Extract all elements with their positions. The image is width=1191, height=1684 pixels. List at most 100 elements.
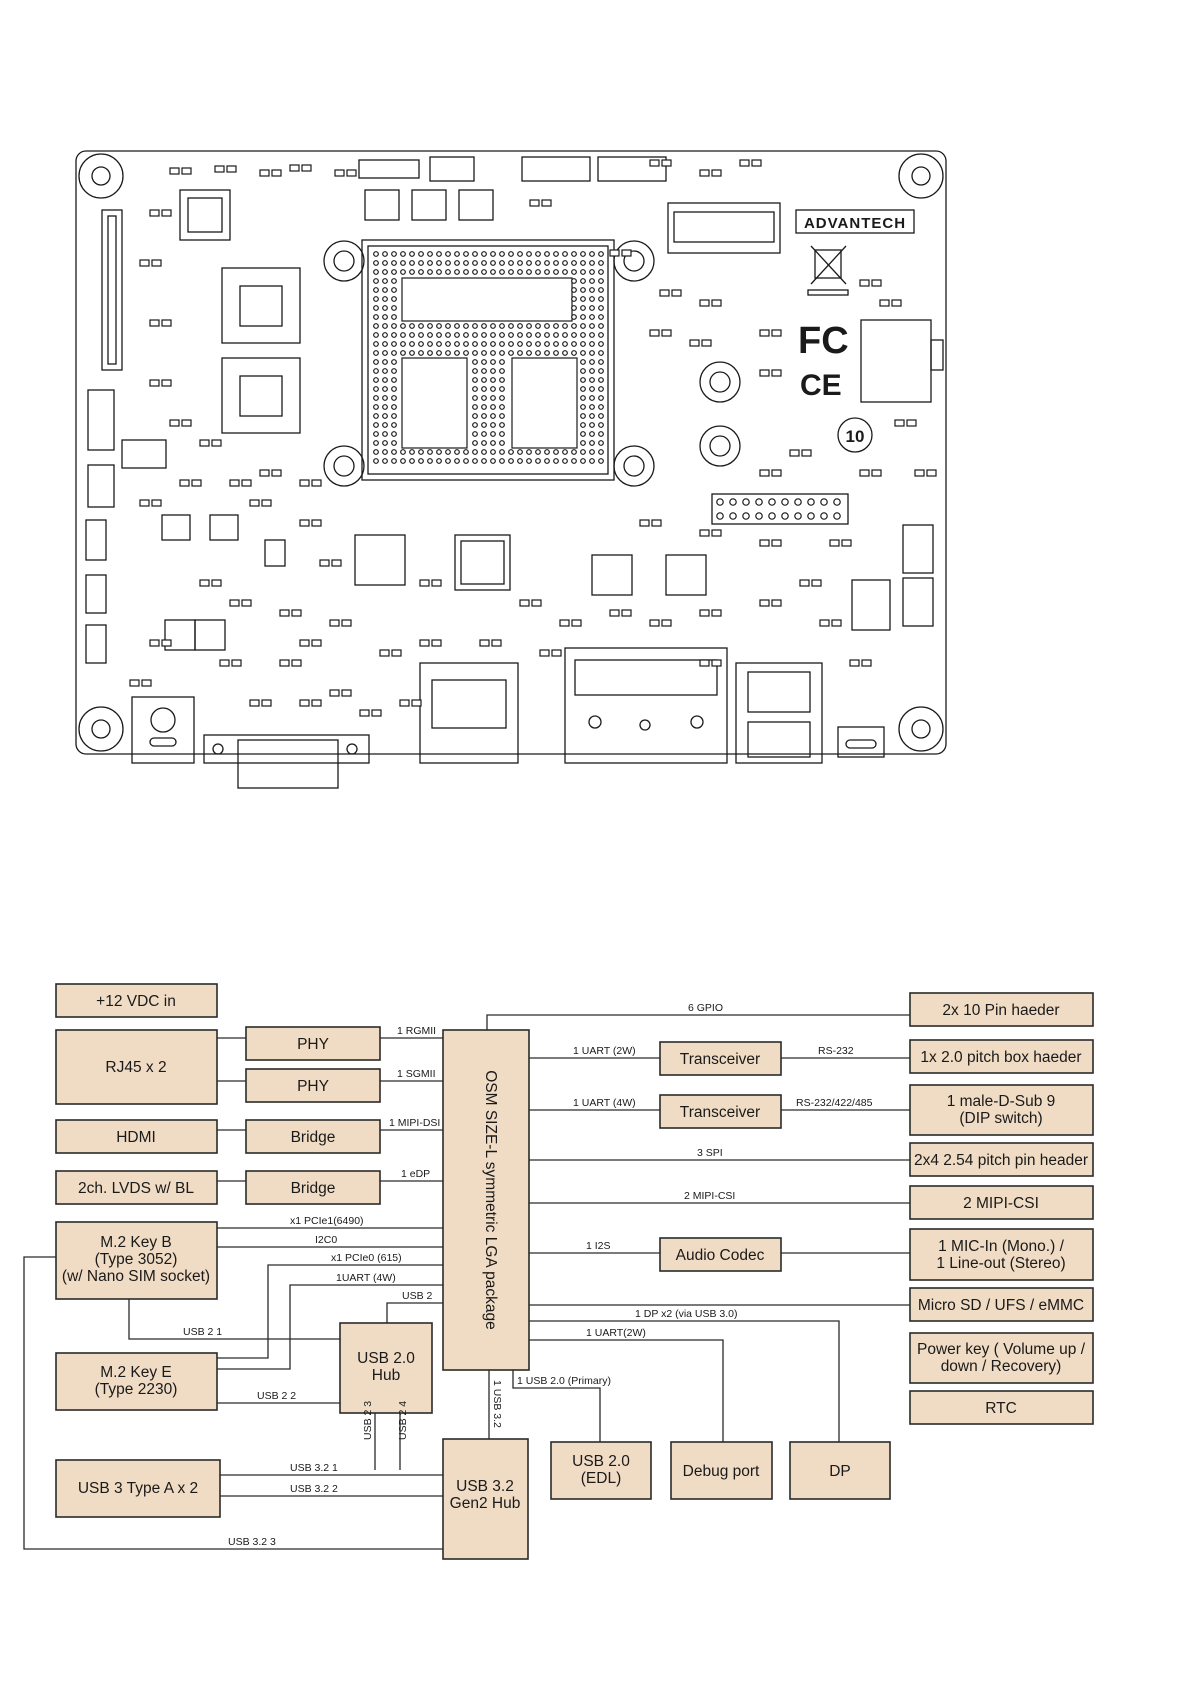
svg-text:PHY: PHY bbox=[297, 1078, 329, 1095]
label-rs485: RS-232/422/485 bbox=[796, 1097, 873, 1109]
ram-chip bbox=[222, 268, 300, 343]
label-usb322: USB 3.2 2 bbox=[290, 1483, 338, 1495]
som-lga-footprint bbox=[362, 240, 614, 480]
svg-text:DP: DP bbox=[829, 1463, 851, 1480]
svg-text:USB 2.0: USB 2.0 bbox=[572, 1453, 630, 1470]
mounting-hole-icon bbox=[79, 707, 123, 751]
block-mic-line: 1 MIC-In (Mono.) / 1 Line-out (Stereo) bbox=[910, 1229, 1093, 1280]
micro-usb-connector bbox=[838, 727, 884, 757]
svg-text:(Type 3052): (Type 3052) bbox=[95, 1251, 178, 1268]
svg-text:(DIP switch): (DIP switch) bbox=[959, 1110, 1042, 1127]
label-usb21: USB 2 1 bbox=[183, 1326, 222, 1338]
label-usb20-primary: 1 USB 2.0 (Primary) bbox=[517, 1375, 611, 1387]
label-csi: 2 MIPI-CSI bbox=[684, 1190, 735, 1202]
sim-card-slot bbox=[861, 320, 931, 402]
label-rgmii: 1 RGMII bbox=[397, 1025, 436, 1037]
svg-text:1 MIC-In (Mono.) /: 1 MIC-In (Mono.) / bbox=[938, 1238, 1064, 1255]
block-dp: DP bbox=[790, 1442, 890, 1499]
advantech-logo-text: ADVANTECH bbox=[804, 215, 906, 232]
label-usb22: USB 2 2 bbox=[257, 1390, 296, 1402]
block-usb20-hub: USB 2.0 Hub bbox=[340, 1323, 432, 1413]
dc-jack-connector bbox=[132, 697, 194, 763]
block-vdc: +12 VDC in bbox=[56, 984, 217, 1017]
label-usb24: USB 2 4 bbox=[397, 1401, 409, 1440]
svg-text:+12 VDC in: +12 VDC in bbox=[96, 993, 176, 1010]
svg-text:(Type 2230): (Type 2230) bbox=[95, 1381, 178, 1398]
block-osm-som: OSM SIZE-L symmetric LGA package bbox=[443, 1030, 529, 1370]
label-sgmii: 1 SGMII bbox=[397, 1068, 436, 1080]
label-i2c0: I2C0 bbox=[315, 1234, 337, 1246]
svg-text:RJ45 x 2: RJ45 x 2 bbox=[105, 1059, 166, 1076]
board-drawing: ADVANTECH FC CE 10 bbox=[76, 151, 946, 788]
svg-text:Transceiver: Transceiver bbox=[680, 1104, 760, 1121]
svg-text:HDMI: HDMI bbox=[116, 1129, 156, 1146]
svg-text:2x 10 Pin haeder: 2x 10 Pin haeder bbox=[942, 1002, 1059, 1019]
label-i2s: 1 I2S bbox=[586, 1240, 611, 1252]
label-uart-2w: 1 UART (2W) bbox=[573, 1045, 636, 1057]
svg-text:down / Recovery): down / Recovery) bbox=[941, 1358, 1062, 1375]
rohs-10-icon: 10 bbox=[838, 418, 872, 452]
block-phy-1: PHY bbox=[246, 1027, 380, 1060]
block-hdmi: HDMI bbox=[56, 1120, 217, 1153]
label-usb321: USB 3.2 1 bbox=[290, 1462, 338, 1474]
svg-text:2ch. LVDS w/ BL: 2ch. LVDS w/ BL bbox=[78, 1180, 194, 1197]
block-audio-codec: Audio Codec bbox=[660, 1238, 781, 1271]
fc-mark: FC bbox=[798, 320, 849, 362]
svg-text:USB 3.2: USB 3.2 bbox=[456, 1478, 514, 1495]
block-phy-2: PHY bbox=[246, 1069, 380, 1102]
block-m2-key-e: M.2 Key E (Type 2230) bbox=[56, 1353, 217, 1410]
svg-text:M.2 Key B: M.2 Key B bbox=[100, 1234, 172, 1251]
block-rtc: RTC bbox=[910, 1391, 1093, 1424]
label-spi: 3 SPI bbox=[697, 1147, 723, 1159]
block-rj45: RJ45 x 2 bbox=[56, 1030, 217, 1104]
label-rs232: RS-232 bbox=[818, 1045, 854, 1057]
label-pcie0: x1 PCIe0 (615) bbox=[331, 1252, 402, 1264]
block-lvds: 2ch. LVDS w/ BL bbox=[56, 1171, 217, 1204]
osm-som-label: OSM SIZE-L symmetric LGA package bbox=[482, 1070, 499, 1330]
svg-text:(w/ Nano SIM socket): (w/ Nano SIM socket) bbox=[62, 1268, 210, 1285]
svg-text:PHY: PHY bbox=[297, 1036, 329, 1053]
svg-text:1 Line-out (Stereo): 1 Line-out (Stereo) bbox=[936, 1255, 1065, 1272]
svg-text:Audio Codec: Audio Codec bbox=[676, 1247, 765, 1264]
svg-text:USB 3 Type A x 2: USB 3 Type A x 2 bbox=[78, 1480, 198, 1497]
svg-text:RTC: RTC bbox=[985, 1400, 1017, 1417]
label-mipi-dsi: 1 MIPI-DSI bbox=[389, 1117, 440, 1129]
label-uart-4w: 1 UART (4W) bbox=[573, 1097, 636, 1109]
svg-text:M.2 Key E: M.2 Key E bbox=[100, 1364, 172, 1381]
svg-text:2 MIPI-CSI: 2 MIPI-CSI bbox=[963, 1195, 1039, 1212]
block-2x10-pin-header: 2x 10 Pin haeder bbox=[910, 993, 1093, 1026]
block-transceiver-1: Transceiver bbox=[660, 1042, 781, 1075]
block-usb20-edl: USB 2.0 (EDL) bbox=[551, 1442, 651, 1499]
label-usb2: USB 2 bbox=[402, 1290, 433, 1302]
block-bridge-2: Bridge bbox=[246, 1171, 380, 1204]
block-m2-key-b: M.2 Key B (Type 3052) (w/ Nano SIM socke… bbox=[56, 1222, 217, 1299]
block-box-header: 1x 2.0 pitch box haeder bbox=[910, 1040, 1093, 1073]
label-usb32: 1 USB 3.2 bbox=[491, 1380, 503, 1428]
svg-text:Transceiver: Transceiver bbox=[680, 1051, 760, 1068]
label-gpio: 6 GPIO bbox=[688, 1002, 723, 1014]
block-bridge-1: Bridge bbox=[246, 1120, 380, 1153]
block-power-key: Power key ( Volume up / down / Recovery) bbox=[910, 1333, 1093, 1383]
block-transceiver-2: Transceiver bbox=[660, 1095, 781, 1128]
dsub9-connector bbox=[204, 735, 369, 788]
top-connector bbox=[359, 160, 419, 178]
svg-text:Gen2 Hub: Gen2 Hub bbox=[450, 1495, 521, 1512]
svg-text:USB 2.0: USB 2.0 bbox=[357, 1350, 415, 1367]
pin-header-2x10 bbox=[712, 494, 848, 524]
svg-text:1x 2.0 pitch box haeder: 1x 2.0 pitch box haeder bbox=[920, 1049, 1081, 1066]
block-usb3-type-a: USB 3 Type A x 2 bbox=[56, 1460, 220, 1517]
label-usb323: USB 3.2 3 bbox=[228, 1536, 276, 1548]
block-dsub9: 1 male-D-Sub 9 (DIP switch) bbox=[910, 1085, 1093, 1135]
label-usb23: USB 2 3 bbox=[362, 1401, 374, 1440]
block-debug-port: Debug port bbox=[671, 1442, 772, 1499]
fpc-connector bbox=[522, 157, 590, 181]
label-uart-2w-debug: 1 UART(2W) bbox=[586, 1327, 646, 1339]
block-pin-header-2x4: 2x4 2.54 pitch pin header bbox=[910, 1143, 1093, 1176]
label-edp: 1 eDP bbox=[401, 1168, 430, 1180]
usb-type-a-connector bbox=[736, 663, 822, 763]
svg-text:2x4 2.54 pitch pin header: 2x4 2.54 pitch pin header bbox=[914, 1152, 1088, 1169]
svg-text:1 male-D-Sub 9: 1 male-D-Sub 9 bbox=[947, 1093, 1056, 1110]
svg-text:(EDL): (EDL) bbox=[581, 1470, 621, 1487]
block-storage: Micro SD / UFS / eMMC bbox=[910, 1288, 1093, 1321]
